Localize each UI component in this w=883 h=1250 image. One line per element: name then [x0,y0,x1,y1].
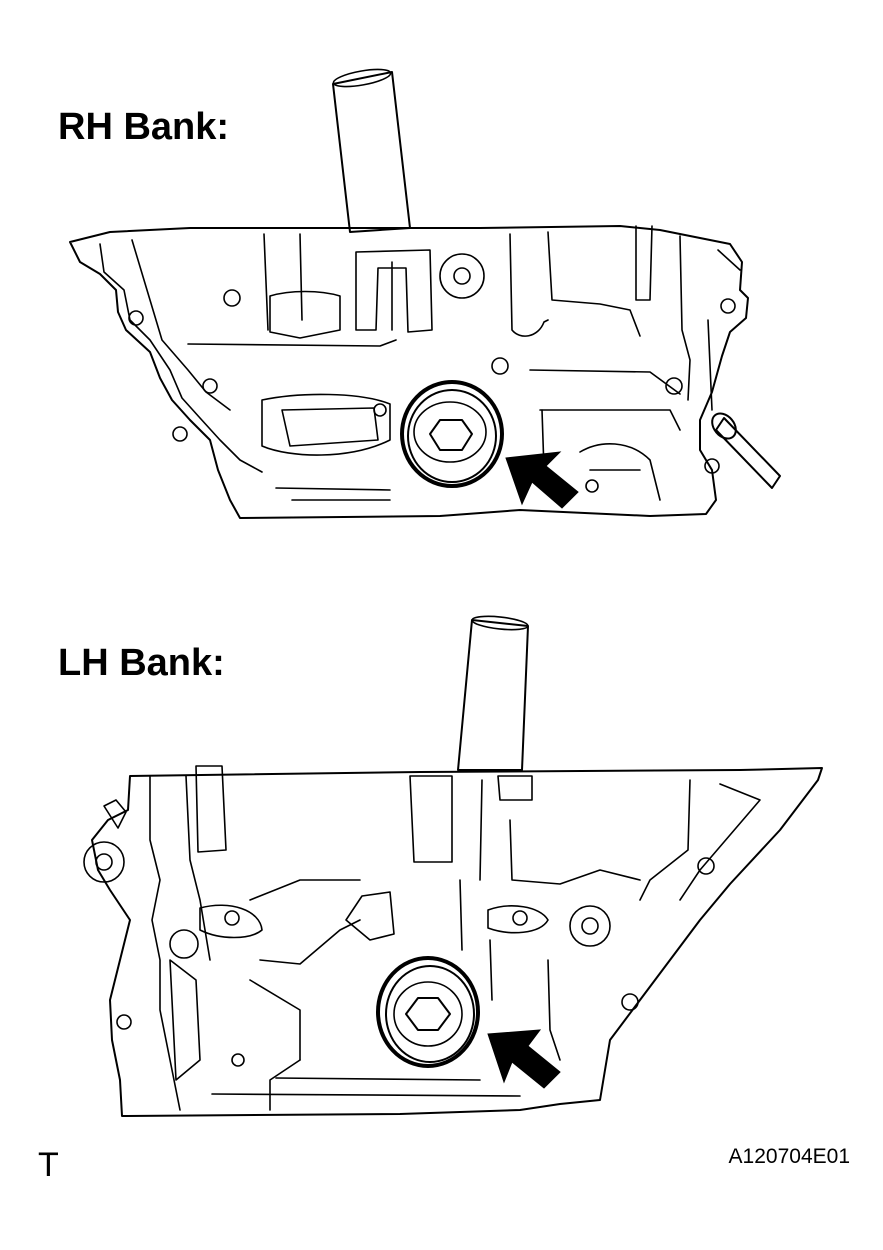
lh-arrow-indicator [487,1029,561,1089]
rh-side-pin [711,412,781,489]
rh-bolt-holes [128,253,736,493]
rh-bank-cylinder-head-illustration [0,60,883,530]
figure-code: A120704E01 [728,1145,850,1168]
lh-bank-cylinder-head-illustration [0,600,883,1130]
rh-arrow-indicator [505,451,579,509]
lh-bank-label: LH Bank: [58,642,225,684]
lh-bolt-holes [83,841,715,1067]
rh-camshaft-tool [332,68,411,233]
lh-plug-bolt [376,956,480,1068]
footer-mark: T [38,1146,59,1184]
rh-bank-label: RH Bank: [58,106,230,148]
rh-cylinder-head-outline [69,225,749,519]
rh-plug-bolt [400,380,504,488]
lh-camshaft-tool [457,615,529,771]
lh-cylinder-head-outline [91,765,823,1117]
